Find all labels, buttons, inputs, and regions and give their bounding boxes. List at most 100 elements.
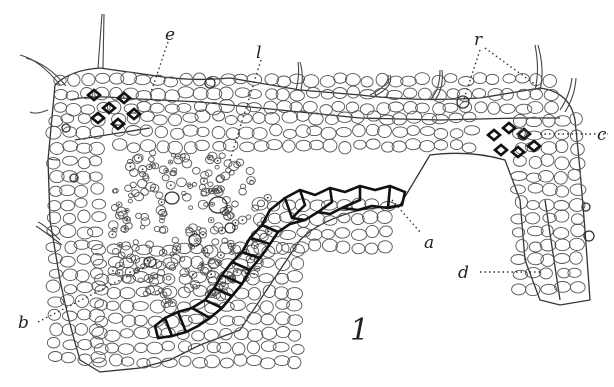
cell-nucleus xyxy=(129,271,131,273)
parenchyma-cell xyxy=(169,114,182,126)
parenchyma-cell xyxy=(135,75,151,85)
parenchyma-cell xyxy=(127,143,140,153)
vascular-cell xyxy=(111,204,118,210)
cell-nucleus xyxy=(242,219,244,221)
parenchyma-cell xyxy=(554,172,567,185)
vascular-cell xyxy=(193,167,201,174)
parenchyma-cell xyxy=(62,324,75,335)
parenchyma-cell xyxy=(63,156,78,165)
parenchyma-cell xyxy=(321,90,333,100)
parenchyma-cell xyxy=(543,75,556,88)
vascular-cell xyxy=(239,188,247,195)
parenchyma-cell xyxy=(217,342,231,353)
parenchyma-cell xyxy=(276,258,290,270)
parenchyma-cell xyxy=(339,142,351,154)
cell-nucleus xyxy=(192,274,194,276)
vascular-cell xyxy=(166,276,171,280)
cell-nucleus xyxy=(209,157,211,159)
parenchyma-cell xyxy=(556,186,569,197)
parenchyma-cell xyxy=(529,156,542,168)
parenchyma-cell xyxy=(82,74,95,86)
parenchyma-cell xyxy=(89,156,101,166)
vascular-cell xyxy=(198,200,208,209)
parenchyma-cell xyxy=(252,198,268,210)
parenchyma-cell xyxy=(393,127,408,137)
label-e: e xyxy=(165,25,175,45)
parenchyma-cell xyxy=(260,358,275,369)
parenchyma-cell xyxy=(46,280,60,292)
cell-nucleus xyxy=(119,265,121,267)
parenchyma-cell xyxy=(60,256,75,267)
cell-nucleus xyxy=(245,272,247,274)
vascular-cell xyxy=(128,199,132,203)
cell-nucleus xyxy=(184,157,186,159)
parenchyma-cell xyxy=(265,74,279,85)
parenchyma-cell xyxy=(556,140,568,153)
vascular-cell xyxy=(246,215,251,219)
parenchyma-cell xyxy=(105,343,118,353)
parenchyma-cell xyxy=(46,126,61,139)
parenchyma-cell xyxy=(121,72,137,85)
vascular-cell xyxy=(162,175,169,181)
cell-nucleus xyxy=(220,254,222,256)
parenchyma-cell xyxy=(233,343,245,356)
parenchyma-cell xyxy=(247,74,262,86)
parenchyma-cell xyxy=(60,225,76,238)
cell-nucleus xyxy=(218,262,220,264)
parenchyma-cell xyxy=(113,139,127,151)
parenchyma-cell xyxy=(234,354,247,366)
vascular-cell xyxy=(260,233,268,240)
parenchyma-cell xyxy=(77,254,90,264)
cell-nucleus xyxy=(126,210,128,212)
parenchyma-cell xyxy=(62,311,76,321)
parenchyma-cell xyxy=(118,344,134,355)
vascular-cell xyxy=(141,188,149,195)
parenchyma-cell xyxy=(367,111,380,121)
vascular-cell xyxy=(215,165,219,169)
parenchyma-cell xyxy=(555,239,570,251)
parenchyma-cell xyxy=(309,239,321,251)
vascular-cell xyxy=(232,201,239,207)
parenchyma-cell xyxy=(247,313,261,324)
parenchyma-cell xyxy=(259,274,273,283)
cell-nucleus xyxy=(218,190,220,192)
parenchyma-cell xyxy=(120,300,134,313)
parenchyma-cell xyxy=(280,230,296,239)
parenchyma-cell xyxy=(296,140,311,151)
parenchyma-cell xyxy=(307,126,322,136)
parenchyma-cell xyxy=(511,255,526,265)
parenchyma-cell xyxy=(183,125,199,136)
parenchyma-cell xyxy=(195,110,210,122)
vascular-cell xyxy=(193,183,197,187)
parenchyma-cell xyxy=(569,238,584,250)
parenchyma-cell xyxy=(121,329,134,338)
label-leaders xyxy=(38,42,608,322)
cell-nucleus xyxy=(210,273,212,275)
parenchyma-cell xyxy=(352,229,367,240)
cell-nucleus xyxy=(161,201,163,203)
cell-nucleus xyxy=(165,170,167,172)
cell-nucleus xyxy=(130,257,132,259)
parenchyma-cell xyxy=(307,87,320,98)
parenchyma-cell xyxy=(570,158,585,170)
parenchyma-cell xyxy=(248,329,263,341)
parenchyma-cell xyxy=(91,268,103,279)
parenchyma-cell xyxy=(570,113,582,125)
vascular-cell xyxy=(257,200,264,207)
parenchyma-cell xyxy=(89,324,103,336)
label-c: c xyxy=(597,125,607,145)
parenchyma-cell xyxy=(234,328,248,340)
parenchyma-cell xyxy=(276,273,289,284)
parenchyma-cell xyxy=(296,125,311,138)
vascular-cell xyxy=(219,153,225,158)
parenchyma-cell xyxy=(75,198,87,207)
parenchyma-cell xyxy=(352,243,365,253)
parenchyma-cell xyxy=(458,77,473,87)
parenchyma-cell xyxy=(49,269,62,278)
parenchyma-cell xyxy=(120,288,135,299)
parenchyma-cell xyxy=(323,139,337,152)
parenchyma-cell xyxy=(120,246,132,257)
parenchyma-cell xyxy=(75,185,88,197)
parenchyma-cell xyxy=(407,126,419,136)
